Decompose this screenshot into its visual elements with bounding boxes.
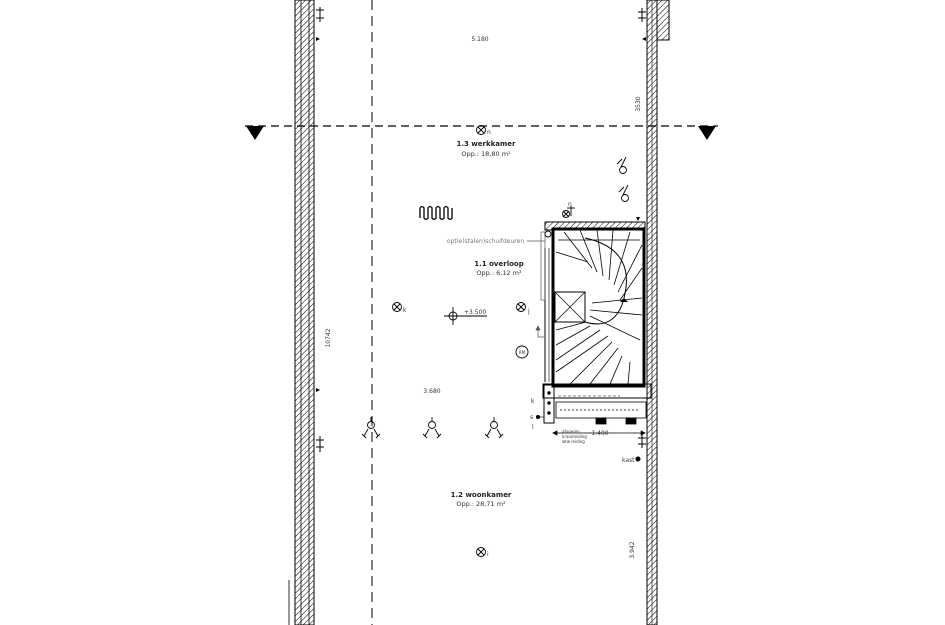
ceiling-light-woonkamer <box>476 547 486 557</box>
level-label: +3.500 <box>464 309 486 316</box>
dimension-lines <box>552 430 646 436</box>
dim-right-upper: 3530 <box>635 96 642 111</box>
wall-ticks <box>316 37 646 392</box>
ceiling-light-werkkamer <box>476 125 486 135</box>
dim-left-height: 10742 <box>325 328 332 347</box>
light-label-mid-right: j <box>527 308 530 315</box>
switch-label-k: k <box>531 398 535 405</box>
meter-note-2: kraanleiding <box>562 434 587 439</box>
light-label-top: n <box>487 129 491 136</box>
switch-label-l: l <box>532 424 534 431</box>
dim-right-lower: 3.942 <box>629 541 636 558</box>
switch-label-s: s <box>530 414 533 421</box>
right-wall <box>646 0 670 625</box>
meter-note-1: afvoeren <box>562 429 580 434</box>
dim-stair-width: 1.400 <box>591 430 608 437</box>
room-area-werkkamer: Opp.: 18,80 m² <box>461 150 511 158</box>
sliding-door <box>527 231 546 338</box>
staircase <box>542 221 652 399</box>
left-wall <box>288 0 315 625</box>
light-label-bottom: i <box>487 551 489 558</box>
room-name-overloop: 1.1 overloop <box>474 260 523 268</box>
kast-label: kast <box>622 457 635 464</box>
room-name-woonkamer: 1.2 woonkamer <box>451 491 512 499</box>
stair-light <box>562 210 570 218</box>
section-line <box>245 125 718 140</box>
meter-note-3: wtw leiding <box>562 439 585 444</box>
stair-light-label: n <box>568 201 572 208</box>
utility-cupboard <box>555 401 647 425</box>
room-name-werkkamer: 1.3 werkkamer <box>456 140 516 148</box>
ceiling-light-right <box>516 302 526 312</box>
wall-markers <box>316 7 646 452</box>
smoke-detector-label: RM <box>519 350 526 355</box>
sliding-door-note: optie(stalen)schuifdeuren <box>447 238 524 245</box>
smoke-detector-icon <box>515 345 529 359</box>
dim-top-width: 5.180 <box>471 36 488 43</box>
room-area-overloop: Opp.: 6,12 m² <box>476 269 522 277</box>
level-marker <box>444 307 487 325</box>
riser-pipes <box>536 384 555 424</box>
kast-switch <box>635 456 641 462</box>
radiator-symbol <box>419 205 453 221</box>
socket-outlets <box>361 156 629 439</box>
dim-middle-width: 3.680 <box>423 388 440 395</box>
light-label-mid-left: k <box>403 307 407 314</box>
ceiling-light-left <box>392 302 402 312</box>
room-area-woonkamer: Opp.: 28,71 m² <box>456 500 506 508</box>
